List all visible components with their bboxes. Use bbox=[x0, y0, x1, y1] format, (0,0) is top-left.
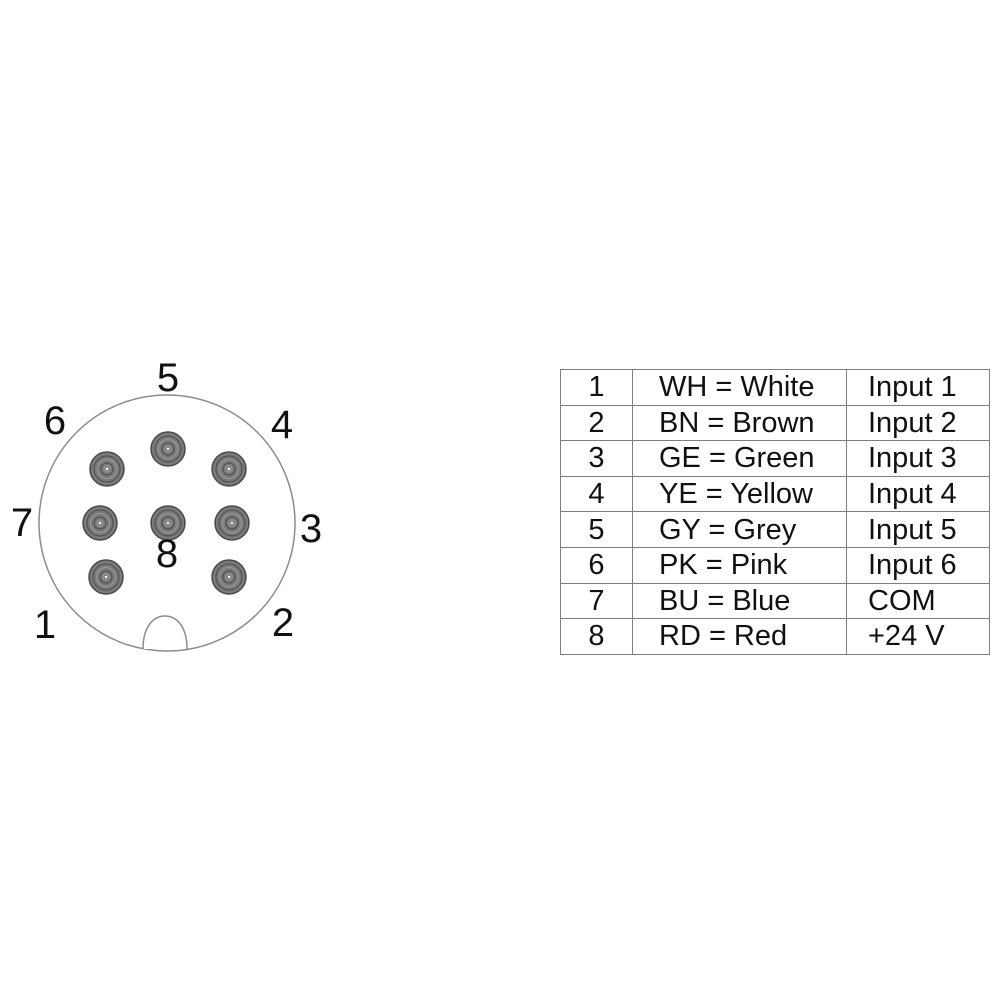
pin-number-6: 6 bbox=[44, 399, 66, 443]
pin-number-cell: 2 bbox=[560, 404, 633, 442]
wire-color-cell: WH = White bbox=[632, 369, 847, 406]
pin-number-3: 3 bbox=[300, 507, 322, 551]
pin-contact-7 bbox=[82, 505, 118, 541]
wire-color-cell: PK = Pink bbox=[632, 546, 847, 584]
table-row: 3 GE = Green Input 3 bbox=[560, 440, 990, 477]
pin-function-cell: Input 1 bbox=[846, 369, 990, 406]
wire-color-cell: RD = Red bbox=[632, 618, 847, 655]
pin-number-2: 2 bbox=[272, 601, 294, 645]
coding-key-notch bbox=[142, 615, 188, 650]
wire-color-cell: BN = Brown bbox=[632, 404, 847, 442]
pin-number-cell: 3 bbox=[560, 440, 633, 477]
pin-number-4: 4 bbox=[271, 403, 293, 447]
pin-number-cell: 6 bbox=[560, 546, 633, 584]
pin-number-8: 8 bbox=[156, 532, 178, 576]
wire-color-cell: GE = Green bbox=[632, 440, 847, 477]
wire-color-cell: BU = Blue bbox=[632, 582, 847, 620]
pin-function-cell: Input 2 bbox=[846, 404, 990, 442]
pin-function-cell: Input 5 bbox=[846, 511, 990, 548]
pin-function-cell: +24 V bbox=[846, 618, 990, 655]
pin-number-cell: 1 bbox=[560, 369, 633, 406]
pin-number-cell: 4 bbox=[560, 475, 633, 513]
table-row: 2 BN = Brown Input 2 bbox=[560, 404, 990, 442]
table-row: 1 WH = White Input 1 bbox=[560, 369, 990, 406]
pin-contact-6 bbox=[89, 451, 125, 487]
wire-color-cell: YE = Yellow bbox=[632, 475, 847, 513]
pin-function-cell: Input 3 bbox=[846, 440, 990, 477]
pin-function-cell: COM bbox=[846, 582, 990, 620]
table-row: 8 RD = Red +24 V bbox=[560, 618, 990, 655]
pin-assignment-table: 1 WH = White Input 1 2 BN = Brown Input … bbox=[560, 369, 990, 655]
pin-contact-8 bbox=[150, 505, 186, 541]
pin-number-1: 1 bbox=[34, 603, 56, 647]
pin-number-cell: 8 bbox=[560, 618, 633, 655]
table-row: 5 GY = Grey Input 5 bbox=[560, 511, 990, 548]
table-row: 6 PK = Pink Input 6 bbox=[560, 546, 990, 584]
pin-function-cell: Input 6 bbox=[846, 546, 990, 584]
table-row: 4 YE = Yellow Input 4 bbox=[560, 475, 990, 513]
pin-function-cell: Input 4 bbox=[846, 475, 990, 513]
pin-number-cell: 5 bbox=[560, 511, 633, 548]
pin-number-5: 5 bbox=[157, 356, 179, 400]
pin-contact-3 bbox=[214, 505, 250, 541]
pin-number-cell: 7 bbox=[560, 582, 633, 620]
pin-contact-2 bbox=[211, 559, 247, 595]
pin-contact-4 bbox=[211, 451, 247, 487]
wire-color-cell: GY = Grey bbox=[632, 511, 847, 548]
pin-contact-1 bbox=[88, 559, 124, 595]
pin-number-7: 7 bbox=[11, 501, 33, 545]
table-row: 7 BU = Blue COM bbox=[560, 582, 990, 620]
pins-layer bbox=[82, 431, 250, 595]
pin-contact-5 bbox=[150, 431, 186, 467]
